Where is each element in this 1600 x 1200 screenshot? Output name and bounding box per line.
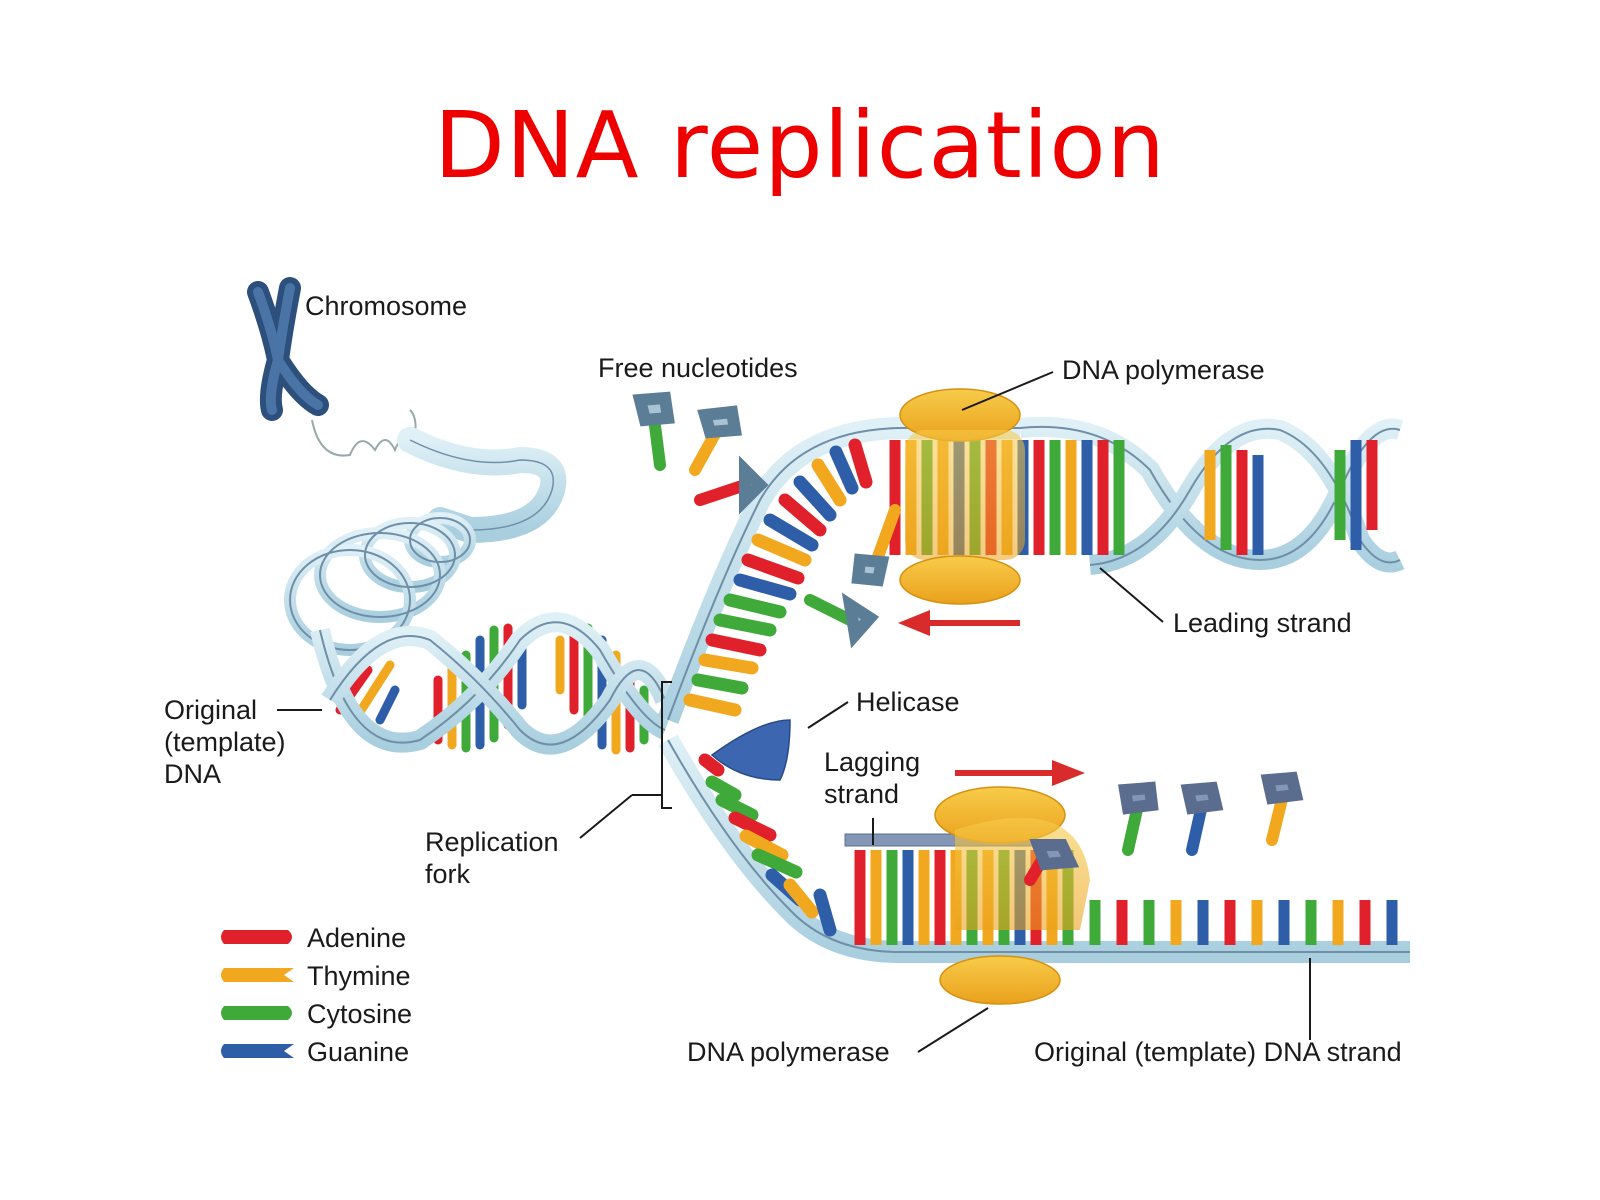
label-free-nucleotides: Free nucleotides — [598, 353, 798, 383]
legend-label-cytosine: Cytosine — [307, 999, 413, 1029]
label-replication-fork: Replication fork — [425, 827, 559, 889]
original-helix — [310, 612, 675, 755]
label-helicase: Helicase — [856, 687, 960, 717]
upper-fork-bases — [683, 438, 873, 717]
label-lagging-strand: Lagging strand — [824, 747, 921, 809]
legend-label-thymine: Thymine — [307, 961, 411, 991]
dna-polymerase-bottom — [934, 786, 1090, 1005]
label-leading-strand: Leading strand — [1173, 608, 1352, 638]
legend-swatch-cytosine — [221, 1006, 292, 1020]
legend-label-adenine: Adenine — [307, 923, 407, 953]
legend-swatch-adenine — [221, 930, 292, 944]
chromosome-icon — [247, 277, 329, 421]
lagging-strand-bases — [854, 850, 1398, 945]
helicase-icon — [710, 719, 791, 781]
label-dna-polymerase-bottom: DNA polymerase — [687, 1037, 890, 1067]
label-dna-polymerase-top: DNA polymerase — [1062, 355, 1265, 385]
legend-swatch-guanine — [221, 1044, 294, 1058]
leader-lines — [277, 371, 1311, 1053]
label-original-template-strand: Original (template) DNA strand — [1034, 1037, 1402, 1067]
legend-swatches — [221, 930, 294, 1058]
chromatin-coil — [311, 409, 567, 544]
label-original-template-dna: Original (template) DNA — [164, 695, 286, 789]
dna-supercoil — [284, 512, 476, 656]
dna-polymerase-top — [899, 388, 1025, 605]
diagram-title: DNA replication — [434, 92, 1166, 199]
label-chromosome: Chromosome — [305, 291, 468, 321]
free-nucleotides — [632, 391, 1304, 886]
direction-arrows — [898, 610, 1085, 786]
legend-label-guanine: Guanine — [307, 1037, 410, 1067]
legend-swatch-thymine — [221, 968, 294, 982]
lower-fork-bases — [698, 753, 837, 937]
